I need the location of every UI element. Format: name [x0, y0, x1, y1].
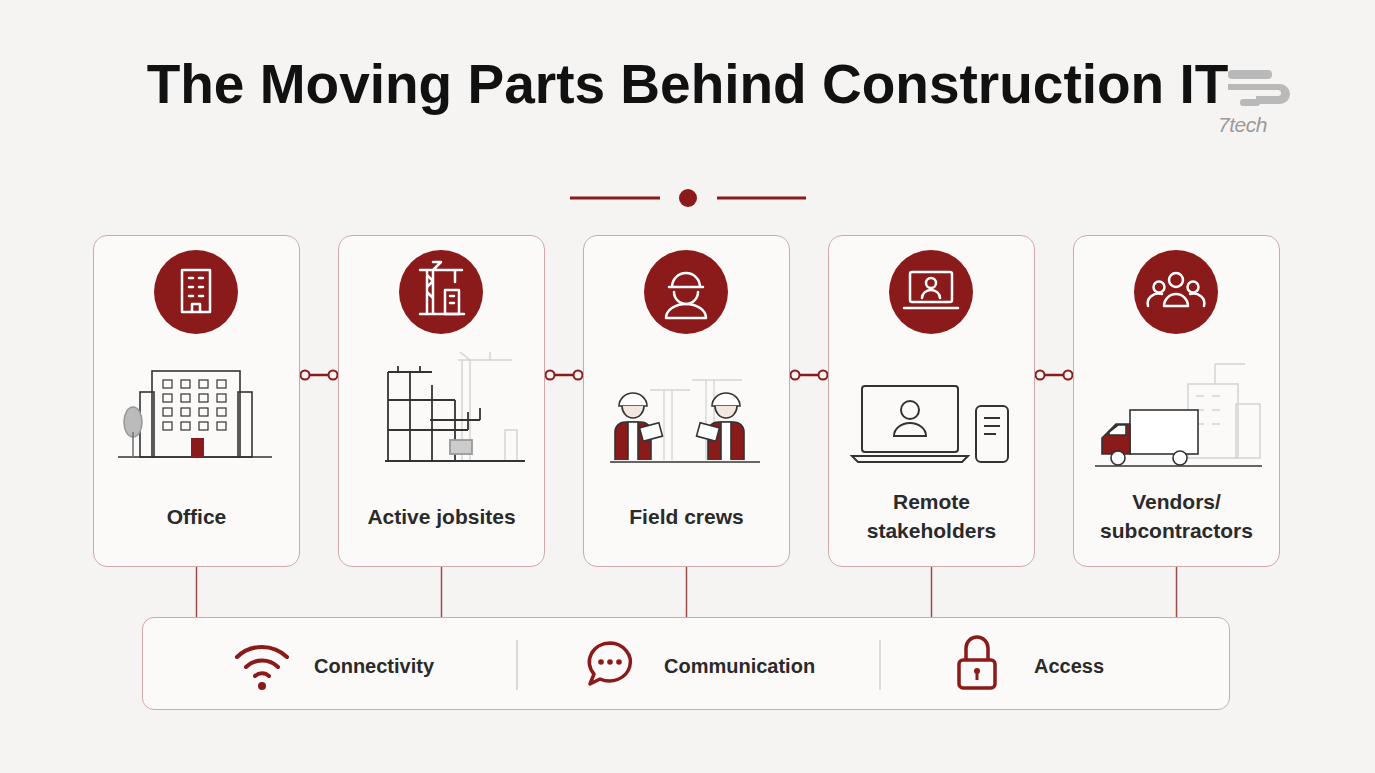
connector [196, 567, 197, 617]
card-label: Remote stakeholders [837, 487, 1026, 545]
card-label: Field crews [592, 502, 781, 531]
pillar-label: Access [1034, 653, 1104, 679]
stage-card: Active jobsites [338, 235, 545, 567]
stage-card: Office [93, 235, 300, 567]
card-label: Office [102, 502, 291, 531]
stage-card: Field crews [583, 235, 790, 567]
connector [1035, 371, 1073, 380]
connector [1176, 567, 1177, 617]
stage-card: Vendors/ subcontractors [1073, 235, 1280, 567]
connector [686, 567, 687, 617]
connector [545, 371, 583, 380]
pillar-label: Communication [664, 653, 815, 679]
logo-text: 7tech [1218, 113, 1267, 137]
card-label: Vendors/ subcontractors [1082, 487, 1271, 545]
pillar-label: Connectivity [314, 653, 434, 679]
title: The Moving Parts Behind Construction IT [0, 52, 1375, 116]
connector [300, 371, 338, 380]
connector [790, 371, 828, 380]
connector [931, 567, 932, 617]
stage-card: Remote stakeholders [828, 235, 1035, 567]
pillar-band: Connectivity Communication Access [142, 617, 1230, 710]
connector [441, 567, 442, 617]
card-label: Active jobsites [347, 502, 536, 531]
